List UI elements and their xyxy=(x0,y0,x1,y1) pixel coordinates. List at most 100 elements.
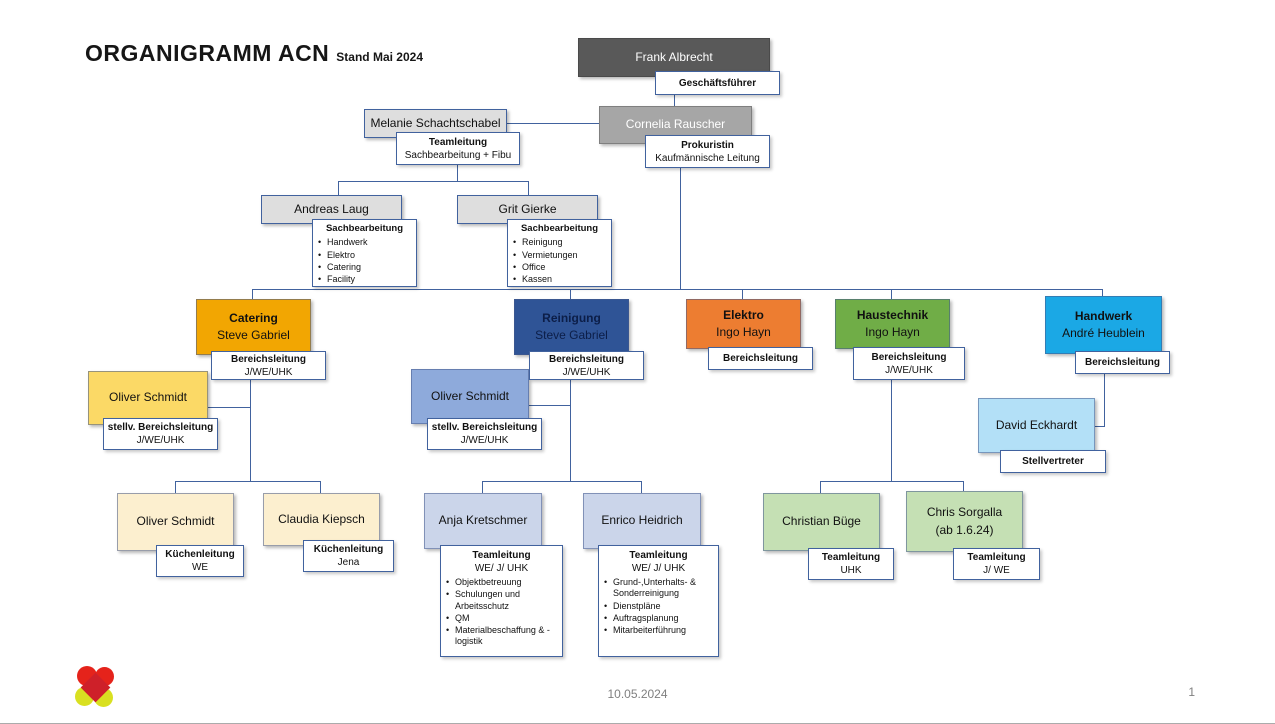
role-detail: Kaufmännische Leitung xyxy=(655,152,760,164)
company-logo-icon xyxy=(74,666,118,710)
duty-list: Objektbetreuung Schulungen und Arbeitssc… xyxy=(441,577,562,649)
role-detail: UHK xyxy=(840,565,862,576)
connector xyxy=(505,123,600,124)
department-title: Handwerk xyxy=(1074,308,1133,323)
connector xyxy=(742,289,743,300)
org-node-oliver-schmidt-kueche: Oliver Schmidt xyxy=(117,493,234,551)
role-label-kuechenleitung-jena: Küchenleitung Jena xyxy=(303,540,394,572)
org-node-enrico-heidrich: Enrico Heidrich xyxy=(583,493,701,549)
role-detail: WE xyxy=(191,562,209,573)
role-detail: J/WE/UHK xyxy=(562,366,611,378)
role-label-teamleitung-anja: Teamleitung WE/ J/ UHK Objektbetreuung S… xyxy=(440,545,563,657)
duty-item: Catering xyxy=(313,262,416,274)
org-node-david-eckhardt: David Eckhardt xyxy=(978,398,1095,453)
person-name: Ingo Hayn xyxy=(865,325,920,339)
person-name: Anja Kretschmer xyxy=(438,513,528,528)
duty-item: Handwerk xyxy=(313,237,416,249)
connector xyxy=(482,481,483,493)
connector xyxy=(891,378,892,481)
duty-item: Objektbetreuung xyxy=(441,577,562,589)
person-name: Oliver Schmidt xyxy=(430,388,510,403)
person-note: (ab 1.6.24) xyxy=(935,522,994,537)
org-node-oliver-schmidt-catering: Oliver Schmidt xyxy=(88,371,208,425)
role-label-kuechenleitung-we: Küchenleitung WE xyxy=(156,545,244,577)
duty-item: Facility xyxy=(313,274,416,286)
duty-item: QM xyxy=(441,613,562,625)
role-text: Bereichsleitung xyxy=(1084,357,1161,368)
role-label-teamleitung-uhk: Teamleitung UHK xyxy=(808,548,894,580)
duty-list: Handwerk Elektro Catering Facility xyxy=(313,237,416,286)
footer-date: 10.05.2024 xyxy=(607,687,668,701)
person-name: André Heublein xyxy=(1062,326,1145,340)
connector xyxy=(252,289,253,300)
connector xyxy=(820,481,963,482)
connector xyxy=(338,181,528,182)
role-label-teamleitung-fibu: Teamleitung Sachbearbeitung + Fibu xyxy=(396,132,520,165)
connector xyxy=(570,378,571,481)
person-name: Frank Albrecht xyxy=(635,49,713,64)
duty-item: Grund-,Unterhalts- & Sonderreinigung xyxy=(599,577,718,600)
connector xyxy=(1102,289,1103,297)
role-text: Bereichsleitung xyxy=(871,351,947,363)
connector xyxy=(528,181,529,195)
role-text: Bereichsleitung xyxy=(230,353,307,365)
footer-page-number: 1 xyxy=(1188,685,1195,699)
role-label-prokuristin: Prokuristin Kaufmännische Leitung xyxy=(645,135,770,168)
role-detail: WE/ J/ UHK xyxy=(631,563,686,574)
role-label-stellvertreter: Stellvertreter xyxy=(1000,450,1106,473)
connector xyxy=(641,481,642,493)
role-text: Küchenleitung xyxy=(165,549,235,560)
person-name: Enrico Heidrich xyxy=(601,513,683,528)
person-name: Claudia Kiepsch xyxy=(278,511,365,526)
role-label-stellv-bereichsleitung-reinigung: stellv. Bereichsleitung J/WE/UHK xyxy=(427,418,542,450)
connector xyxy=(206,407,250,408)
org-node-reinigung: Reinigung Steve Gabriel xyxy=(514,299,629,355)
connector xyxy=(482,481,641,482)
duty-item: Auftragsplanung xyxy=(599,613,718,625)
connector xyxy=(680,166,681,289)
duty-list: Grund-,Unterhalts- & Sonderreinigung Die… xyxy=(599,577,718,637)
connector xyxy=(1093,426,1105,427)
org-node-anja-kretschmer: Anja Kretschmer xyxy=(424,493,542,549)
role-detail: J/WE/UHK xyxy=(244,366,293,378)
connector xyxy=(963,481,964,491)
person-name: Steve Gabriel xyxy=(217,328,290,342)
person-name: Ingo Hayn xyxy=(716,325,771,339)
role-detail: J/WE/UHK xyxy=(885,364,933,376)
title-subtitle: Stand Mai 2024 xyxy=(336,50,423,64)
role-label-bereichsleitung-handwerk: Bereichsleitung xyxy=(1075,351,1170,374)
connector xyxy=(1104,372,1105,426)
role-label-bereichsleitung-reinigung: Bereichsleitung J/WE/UHK xyxy=(529,351,644,380)
role-text: Stellvertreter xyxy=(1022,456,1084,467)
role-label-bereichsleitung-catering: Bereichsleitung J/WE/UHK xyxy=(211,351,326,380)
connector xyxy=(338,181,339,195)
org-node-elektro: Elektro Ingo Hayn xyxy=(686,299,801,349)
duty-item: Elektro xyxy=(313,250,416,262)
role-text: Geschäftsführer xyxy=(678,77,757,89)
connector xyxy=(674,93,675,107)
org-node-oliver-schmidt-reinigung: Oliver Schmidt xyxy=(411,369,529,424)
org-node-chris-sorgalla: Chris Sorgalla (ab 1.6.24) xyxy=(906,491,1023,552)
duty-item: Office xyxy=(508,262,611,274)
person-name: Cornelia Rauscher xyxy=(625,117,726,132)
role-label-stellv-bereichsleitung-catering: stellv. Bereichsleitung J/WE/UHK xyxy=(103,418,218,450)
role-label-sachbearbeitung-handwerk: Sachbearbeitung Handwerk Elektro Caterin… xyxy=(312,219,417,287)
connector xyxy=(252,289,1102,290)
role-text: Bereichsleitung xyxy=(722,353,799,364)
duty-item: Vermietungen xyxy=(508,250,611,262)
department-title: Elektro xyxy=(723,307,764,322)
duty-item: Mitarbeiterführung xyxy=(599,625,718,637)
person-name: Melanie Schachtschabel xyxy=(370,115,501,130)
role-label-bereichsleitung-haustechnik: Bereichsleitung J/WE/UHK xyxy=(853,347,965,380)
connector xyxy=(570,289,571,300)
duty-item: Kassen xyxy=(508,274,611,286)
role-text: Bereichsleitung xyxy=(548,353,625,365)
role-text: Teamleitung xyxy=(821,552,881,563)
duty-item: Dienstpläne xyxy=(599,601,718,613)
role-detail: Jena xyxy=(337,557,360,568)
role-label-bereichsleitung-elektro: Bereichsleitung xyxy=(708,347,813,370)
role-text: Sachbearbeitung xyxy=(325,223,404,234)
role-detail: J/ WE xyxy=(983,565,1010,576)
department-title: Haustechnik xyxy=(856,307,929,322)
